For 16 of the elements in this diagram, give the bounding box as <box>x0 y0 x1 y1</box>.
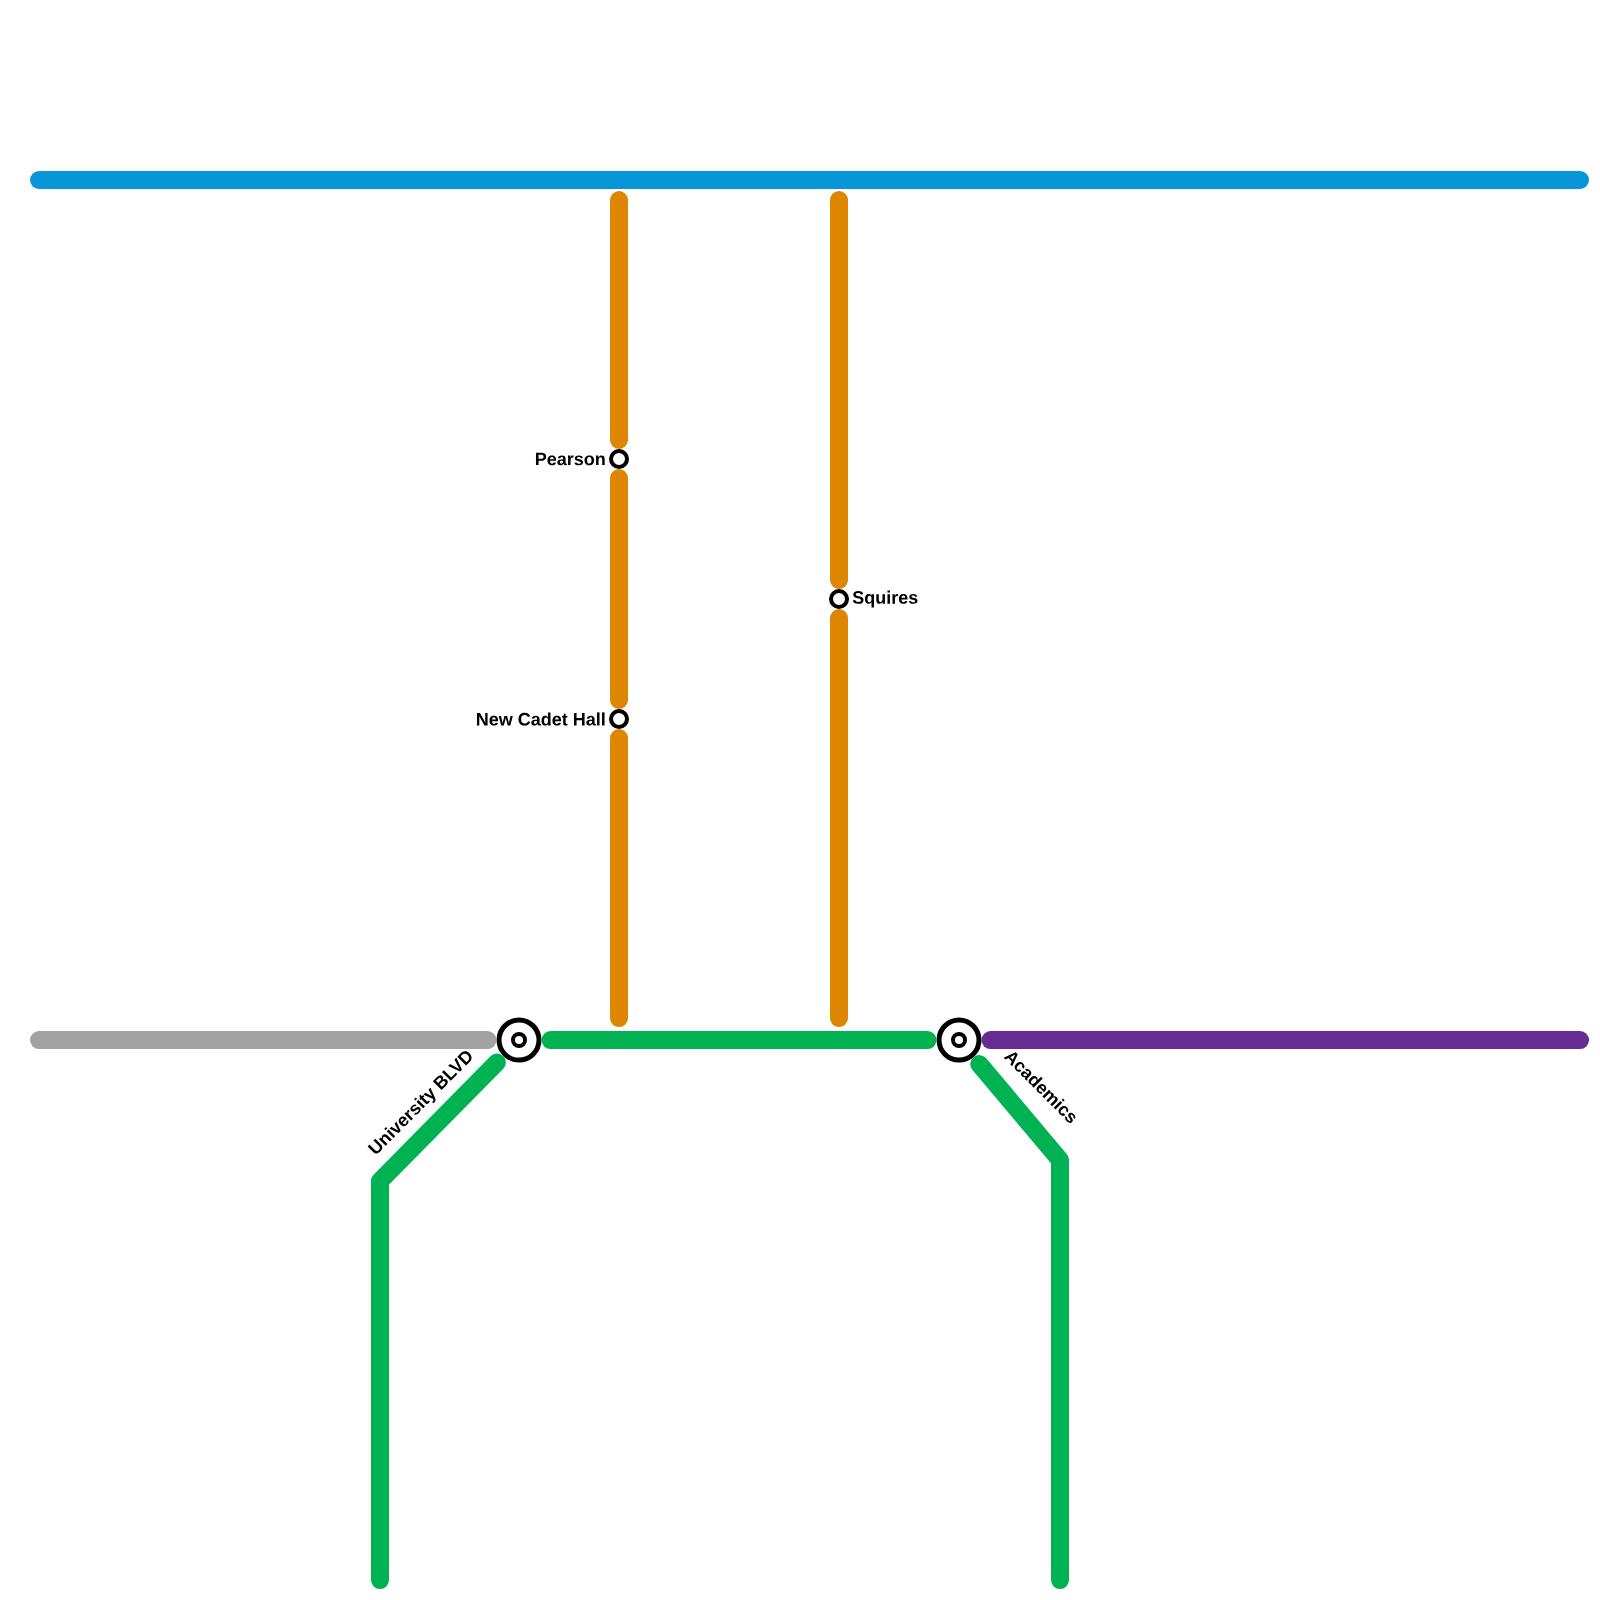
rail-line <box>610 469 628 709</box>
station: Squires <box>829 589 918 609</box>
rail-line <box>371 1053 506 1589</box>
node-label: Squires <box>852 590 918 608</box>
rail-line <box>830 191 848 589</box>
node-label: New Cadet Hall <box>476 712 605 726</box>
rail-line <box>541 1031 937 1049</box>
rail-line <box>981 1031 1589 1049</box>
station: Pearson <box>536 449 629 469</box>
rail-line <box>30 1031 497 1049</box>
rail-line <box>610 191 628 449</box>
node-label: Pearson <box>535 452 605 466</box>
rail-line <box>970 1055 1069 1589</box>
station: New Cadet Hall <box>477 709 629 729</box>
rail-line <box>830 609 848 1027</box>
rail-line <box>610 729 628 1027</box>
